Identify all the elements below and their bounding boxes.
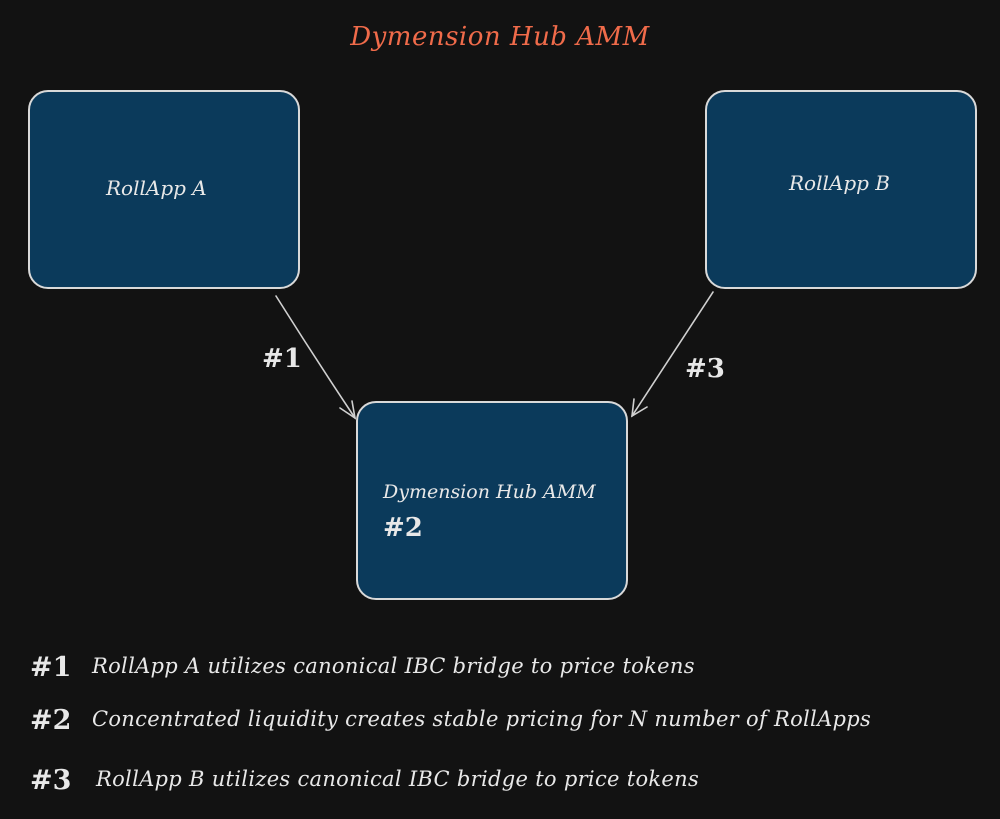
diagram-title: Dymension Hub AMM <box>350 22 650 52</box>
rollapp-b-node[interactable]: RollApp B <box>705 90 977 289</box>
arrow-b-to-hub-head <box>631 398 648 418</box>
hub-label: Dymension Hub AMM <box>383 481 596 503</box>
legend-marker: #1 <box>30 652 72 683</box>
hub-step-label: #2 <box>383 513 423 543</box>
legend-text: RollApp A utilizes canonical IBC bridge … <box>92 654 695 678</box>
edge-label-1: #1 <box>262 344 302 374</box>
legend-text: Concentrated liquidity creates stable pr… <box>92 707 872 731</box>
arrow-a-to-hub-head <box>339 400 357 420</box>
rollapp-a-node[interactable]: RollApp A <box>28 90 300 289</box>
rollapp-a-label: RollApp A <box>106 176 207 200</box>
legend-marker: #2 <box>30 705 72 736</box>
rollapp-b-label: RollApp B <box>789 171 890 195</box>
dymension-hub-amm-node[interactable]: Dymension Hub AMM #2 <box>356 401 628 600</box>
edge-label-3: #3 <box>685 354 725 384</box>
legend-marker: #3 <box>30 765 72 796</box>
legend-text: RollApp B utilizes canonical IBC bridge … <box>96 767 700 791</box>
